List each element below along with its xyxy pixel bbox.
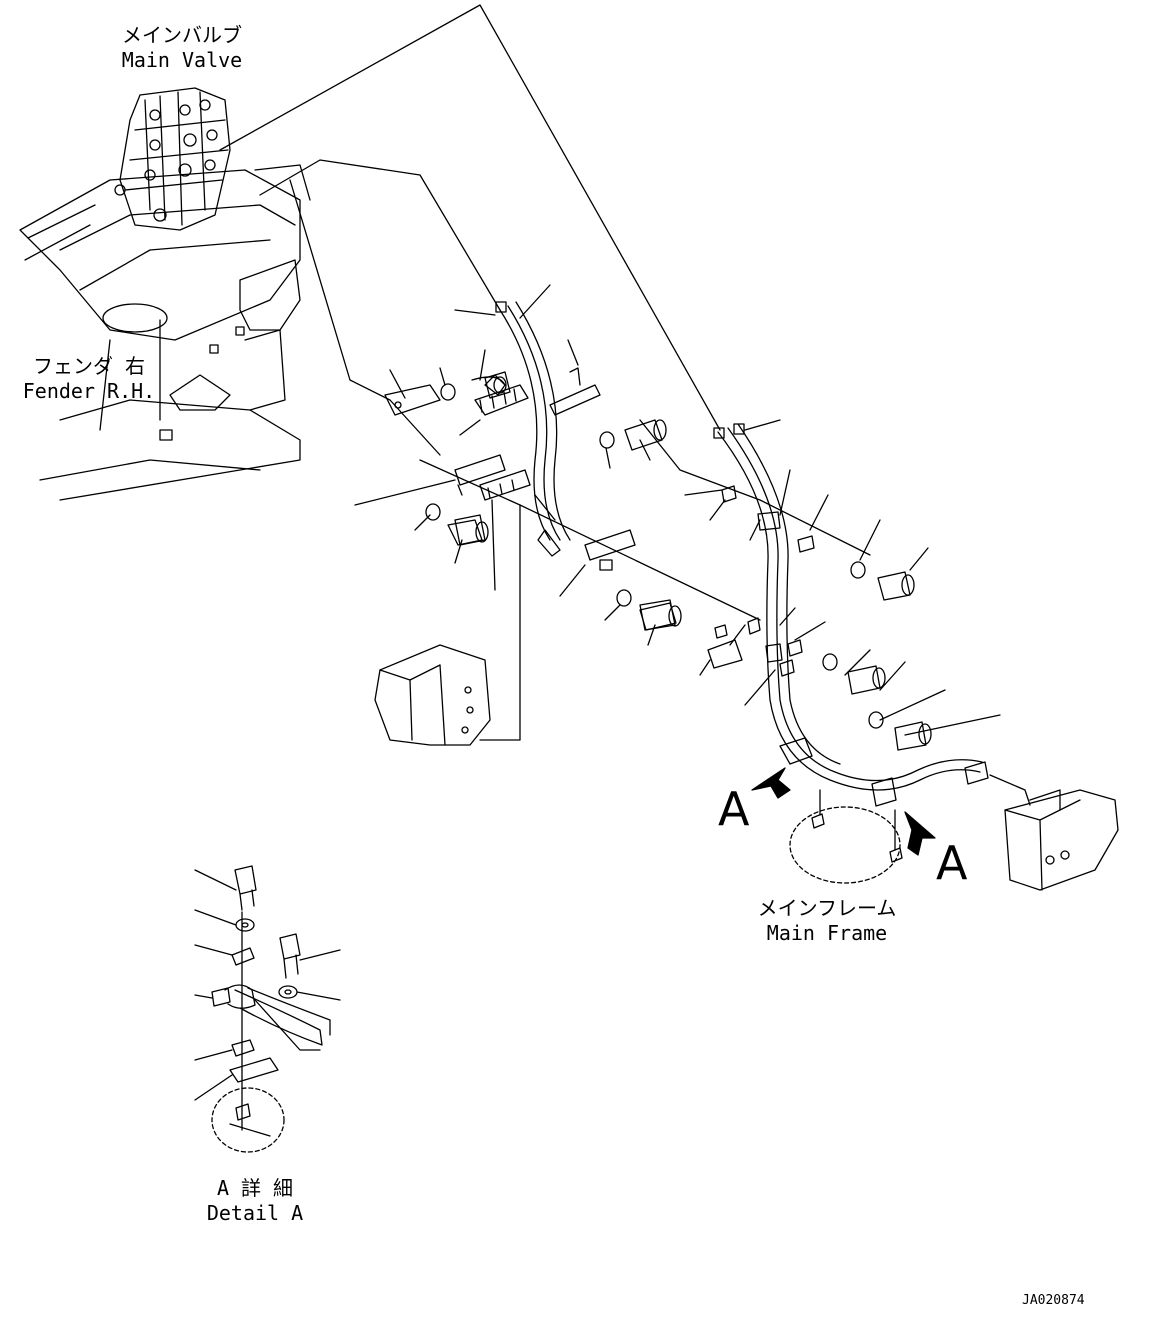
callout-leaders bbox=[355, 285, 1000, 735]
hose-assembly-right bbox=[714, 424, 988, 806]
right-side-component bbox=[990, 775, 1118, 890]
valve-hose-route-line bbox=[290, 180, 440, 455]
main-valve-label-en: Main Valve bbox=[121, 48, 243, 72]
route-line bbox=[640, 420, 870, 555]
clamp-bracket-set-3 bbox=[550, 368, 681, 630]
detail-a-label-jp: A 詳 細 bbox=[216, 1176, 294, 1200]
main-frame-label-jp: メインフレーム bbox=[757, 896, 897, 920]
clamp-bracket-set-1 bbox=[385, 375, 528, 415]
view-mark-a-left: A bbox=[718, 782, 750, 836]
valve-hose-route-line bbox=[220, 5, 720, 430]
main-valve-label-jp: メインバルブ bbox=[122, 23, 242, 47]
detail-a-label-en: Detail A bbox=[206, 1201, 304, 1225]
hose-assembly-upper bbox=[496, 302, 570, 556]
clamp-bracket-set-2 bbox=[426, 455, 530, 545]
main-valve-assembly bbox=[115, 88, 230, 230]
main-frame-mounting-area bbox=[790, 807, 900, 883]
drawing-code: JA020874 bbox=[1022, 1293, 1085, 1308]
view-mark-a-right: A bbox=[936, 836, 968, 890]
fender-rh bbox=[20, 165, 310, 500]
route-line bbox=[420, 460, 760, 620]
detail-a-drawing bbox=[195, 866, 340, 1152]
view-arrow-left bbox=[752, 768, 790, 798]
main-frame-label-en: Main Frame bbox=[766, 921, 888, 945]
bolt-group bbox=[455, 372, 675, 630]
valve-hose-route-line bbox=[260, 160, 500, 310]
view-arrow-right bbox=[905, 812, 935, 855]
fender-label-en: Fender R.H. bbox=[22, 379, 156, 403]
lower-center-component bbox=[375, 645, 490, 745]
route-line bbox=[480, 505, 520, 740]
clamp-bracket-set-right bbox=[708, 486, 931, 750]
fender-label-jp: フェンダ 右 bbox=[32, 354, 146, 378]
